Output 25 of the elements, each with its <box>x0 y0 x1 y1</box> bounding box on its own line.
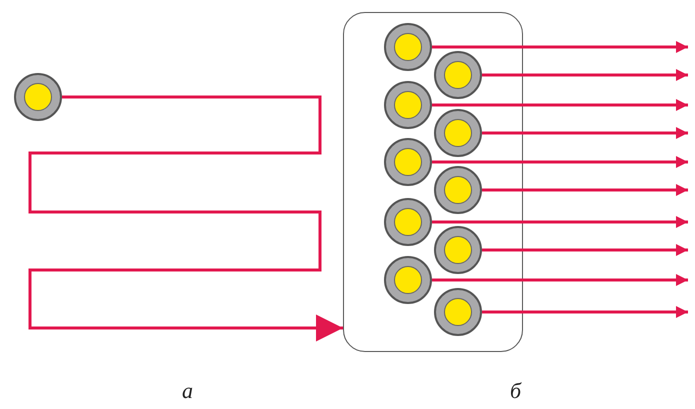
arrow <box>482 306 688 318</box>
arrow <box>482 69 688 81</box>
arrow <box>432 216 688 228</box>
arrow <box>432 99 688 111</box>
fiber-circle <box>384 80 432 128</box>
fiber-circle <box>384 198 432 246</box>
arrow <box>432 274 688 286</box>
fiber-circle <box>434 166 482 214</box>
fiber-circle <box>434 50 482 98</box>
fiber-circle <box>434 108 482 156</box>
arrow <box>432 41 688 53</box>
panel-label: а <box>182 378 193 404</box>
fiber-circle <box>384 22 432 70</box>
fiber-circle <box>384 256 432 304</box>
bundle-box <box>343 12 523 352</box>
arrow <box>482 184 688 196</box>
panel-label: б <box>510 378 522 404</box>
fiber-circle <box>384 138 432 186</box>
arrow <box>482 244 688 256</box>
fiber-circle <box>434 288 482 336</box>
arrow <box>482 127 688 139</box>
arrow <box>432 156 688 168</box>
fiber-circle <box>434 226 482 274</box>
arrow <box>28 96 343 342</box>
fiber-circle <box>14 73 62 121</box>
